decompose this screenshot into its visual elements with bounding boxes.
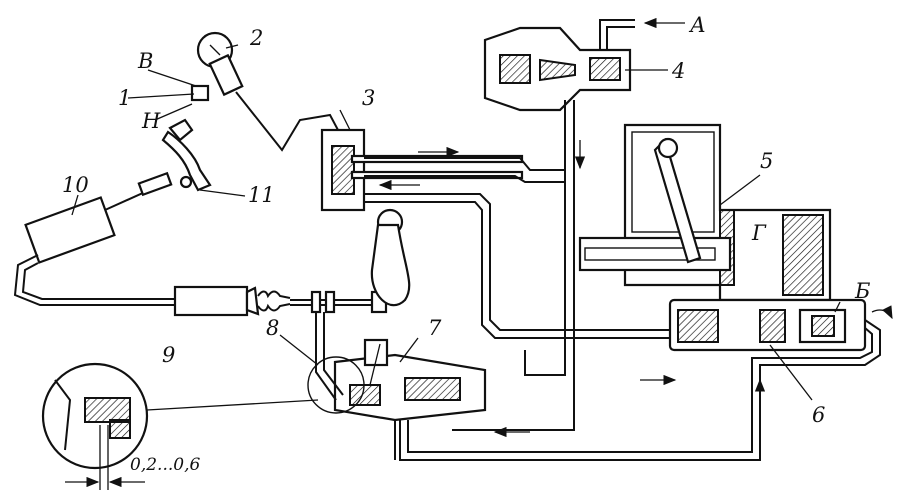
valve-4 <box>483 26 632 112</box>
control-cylinder <box>24 171 173 264</box>
booster-9 <box>173 285 388 317</box>
label-2: 2 <box>249 26 263 50</box>
label-1: 1 <box>118 86 131 110</box>
label-11: 11 <box>248 183 275 207</box>
gearbox-unit <box>578 123 832 302</box>
valve-8-lever <box>315 312 344 401</box>
clutch-pedal-lever <box>161 130 212 192</box>
gap-dimension: 0,2...0,6 <box>130 455 200 475</box>
signal-lamp <box>196 31 244 97</box>
label-9: 9 <box>162 343 175 367</box>
control-valve-block <box>320 128 524 212</box>
label-5: 5 <box>760 149 773 173</box>
detail-inset <box>41 362 149 490</box>
lamp-switch <box>168 84 210 142</box>
valve-7 <box>333 338 487 422</box>
label-N: Н <box>141 109 161 133</box>
label-4: 4 <box>671 59 685 83</box>
label-6: 6 <box>812 403 825 427</box>
label-7: 7 <box>428 316 442 340</box>
release-lever <box>370 208 411 307</box>
label-G: Г <box>751 221 767 245</box>
label-B: Б <box>854 279 870 303</box>
label-8: 8 <box>266 316 279 340</box>
label-10: 10 <box>62 173 89 197</box>
label-3: 3 <box>362 86 375 110</box>
label-V: В <box>137 49 153 73</box>
valve-6 <box>668 298 867 352</box>
label-A: А <box>688 13 706 37</box>
